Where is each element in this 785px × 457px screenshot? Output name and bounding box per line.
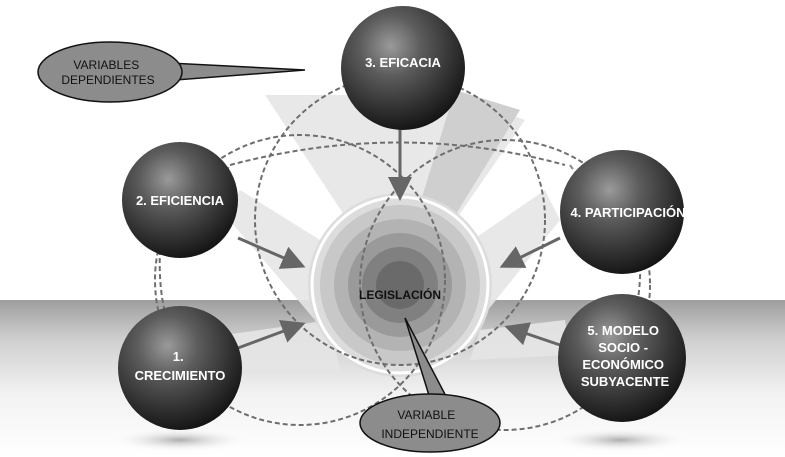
node-eficiencia-label: 2. EFICIENCIA bbox=[136, 193, 225, 208]
eficacia-beam-dark bbox=[415, 90, 520, 240]
node-modelo: 5. MODELO SOCIO - ECONÓMICO SUBYACENTE bbox=[558, 294, 686, 422]
node-crecimiento-label: 1. CRECIMIENTO bbox=[135, 349, 226, 383]
callout-independent-variable: VARIABLE INDEPENDIENTE bbox=[359, 317, 501, 453]
node-eficiencia: 2. EFICIENCIA bbox=[122, 142, 238, 258]
callout-independent-text: VARIABLE INDEPENDIENTE bbox=[381, 408, 478, 441]
node-modelo-label: 5. MODELO SOCIO - ECONÓMICO SUBYACENTE bbox=[581, 323, 670, 389]
floor-shadows bbox=[110, 428, 690, 452]
callout-dependent-text: VARIABLES DEPENDIENTES bbox=[61, 58, 154, 87]
node-eficacia: 3. EFICACIA bbox=[341, 6, 465, 130]
node-participacion: 4. PARTICIPACIÓN bbox=[560, 150, 686, 274]
callout-dependent-variables: VARIABLES DEPENDIENTES bbox=[37, 41, 306, 103]
legislation-label: LEGISLACIÓN bbox=[359, 287, 441, 302]
node-eficacia-label: 3. EFICACIA bbox=[365, 55, 441, 70]
node-participacion-label: 4. PARTICIPACIÓN bbox=[570, 205, 685, 220]
node-crecimiento: 1. CRECIMIENTO bbox=[118, 306, 242, 430]
